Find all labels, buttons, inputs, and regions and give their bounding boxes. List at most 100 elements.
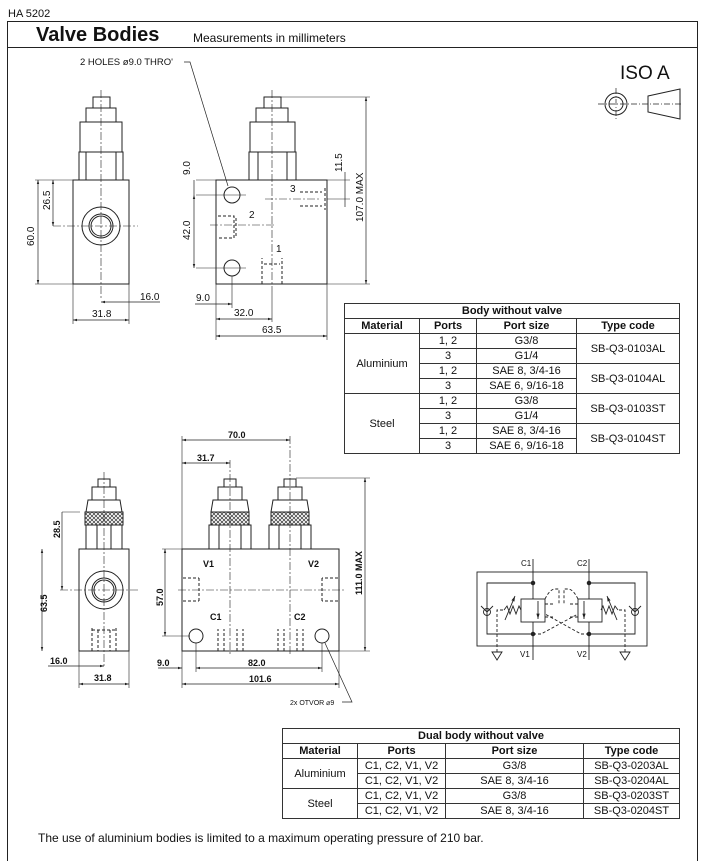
table-title: Body without valve	[344, 303, 680, 319]
dim-63-5: 63.5	[262, 325, 282, 336]
ports-cell: 3	[419, 438, 477, 454]
port-size-cell: G1/4	[476, 408, 577, 424]
port-size-cell: G3/8	[476, 333, 577, 349]
dual-dim-31-7: 31.7	[197, 453, 215, 463]
ports-cell: C1, C2, V1, V2	[357, 773, 446, 789]
material-cell: Steel	[344, 393, 420, 454]
ports-cell: 1, 2	[419, 363, 477, 379]
ports-cell: C1, C2, V1, V2	[357, 788, 446, 804]
first-angle-projection-icon	[598, 88, 682, 120]
dual-dim-16: 16.0	[50, 656, 68, 666]
single-body-table: Body without valve Material Ports Port s…	[344, 303, 680, 454]
col-ports: Ports	[357, 743, 446, 759]
port-2-label: 2	[249, 210, 255, 221]
table-row: C1, C2, V1, V2 SAE 8, 3/4-16 SB-Q3-0204S…	[283, 803, 680, 819]
port-c1-label: C1	[210, 612, 222, 622]
ports-cell: 1, 2	[419, 333, 477, 349]
type-code-cell: SB-Q3-0203ST	[583, 788, 680, 804]
dual-body-front-view	[158, 436, 370, 703]
table-row: 3 G1/4	[345, 348, 680, 364]
dual-body-table: Dual body without valve Material Ports P…	[282, 728, 680, 819]
table-row: Steel 1, 2 G3/8 SB-Q3-0103ST	[344, 393, 680, 454]
port-size-cell: SAE 8, 3/4-16	[445, 773, 584, 789]
ports-cell: C1, C2, V1, V2	[357, 803, 446, 819]
dual-body-side-view	[40, 472, 138, 688]
port-size-cell: G3/8	[445, 788, 584, 804]
type-code-cell: SB-Q3-0204ST	[583, 803, 680, 819]
dim-31-8: 31.8	[92, 309, 112, 320]
col-type-code: Type code	[583, 743, 680, 759]
dual-dim-57: 57.0	[155, 588, 165, 606]
dim-16: 16.0	[140, 292, 160, 303]
type-code-cell: SB-Q3-0103ST	[576, 393, 680, 424]
material-cell: Steel	[282, 788, 358, 819]
port-v2-label: V2	[308, 559, 319, 569]
type-code-cell: SB-Q3-0104ST	[576, 423, 680, 454]
dim-26-5: 26.5	[42, 190, 53, 210]
ports-cell: 3	[419, 348, 477, 364]
port-size-cell: SAE 8, 3/4-16	[445, 803, 584, 819]
table-row: 1, 2 SAE 8, 3/4-16 SB-Q3-0104AL	[345, 363, 680, 394]
type-code-cell: SB-Q3-0203AL	[583, 758, 680, 774]
ports-cell: 1, 2	[419, 423, 477, 439]
single-body-side-view	[35, 90, 160, 324]
dual-dim-70: 70.0	[228, 430, 246, 440]
schematic-c2: C2	[577, 559, 588, 568]
page-subtitle: Measurements in millimeters	[193, 31, 346, 45]
col-material: Material	[282, 743, 358, 759]
single-body-front-view	[184, 61, 370, 340]
type-code-cell: SB-Q3-0104AL	[576, 363, 680, 394]
table-title: Dual body without valve	[282, 728, 680, 744]
material-cell: Aluminium	[344, 333, 420, 394]
dim-60: 60.0	[26, 226, 37, 246]
page-title: Valve Bodies	[36, 24, 160, 46]
hydraulic-schematic	[476, 559, 648, 661]
dual-dim-101-6: 101.6	[249, 674, 272, 684]
col-ports: Ports	[419, 318, 477, 334]
dual-dim-9: 9.0	[157, 658, 170, 668]
dual-dim-28-5: 28.5	[52, 520, 62, 538]
col-port-size: Port size	[445, 743, 584, 759]
port-v1-label: V1	[203, 559, 214, 569]
port-size-cell: SAE 8, 3/4-16	[476, 363, 577, 379]
port-size-cell: G3/8	[445, 758, 584, 774]
dim-42: 42.0	[182, 220, 193, 240]
dim-9-horizontal: 9.0	[196, 293, 210, 304]
document-id: HA 5202	[8, 8, 51, 20]
projection-label: ISO A	[620, 63, 670, 84]
port-size-cell: SAE 6, 9/16-18	[476, 438, 577, 454]
port-c2-label: C2	[294, 612, 306, 622]
table-row: 1, 2 SAE 8, 3/4-16 SB-Q3-0104ST	[345, 423, 680, 454]
col-port-size: Port size	[476, 318, 577, 334]
col-material: Material	[344, 318, 420, 334]
schematic-v2: V2	[577, 650, 587, 659]
table-row: Aluminium C1, C2, V1, V2 G3/8 SB-Q3-0203…	[282, 758, 680, 789]
port-size-cell: SAE 6, 9/16-18	[476, 378, 577, 394]
page-frame	[7, 21, 698, 861]
table-row: Steel C1, C2, V1, V2 G3/8 SB-Q3-0203ST	[282, 788, 680, 819]
port-3-label: 3	[290, 184, 296, 195]
dim-11-5: 11.5	[334, 153, 345, 172]
schematic-v1: V1	[520, 650, 530, 659]
schematic-c1: C1	[521, 559, 532, 568]
dual-dim-111-max: 111.0 MAX	[354, 551, 364, 595]
port-size-cell: G3/8	[476, 393, 577, 409]
ports-cell: 3	[419, 378, 477, 394]
col-type-code: Type code	[576, 318, 680, 334]
dual-dim-63-5: 63.5	[39, 594, 49, 612]
type-code-cell: SB-Q3-0204AL	[583, 773, 680, 789]
dim-32: 32.0	[234, 308, 254, 319]
type-code-cell: SB-Q3-0103AL	[576, 333, 680, 364]
port-size-cell: SAE 8, 3/4-16	[476, 423, 577, 439]
dual-dim-82: 82.0	[248, 658, 266, 668]
ports-cell: C1, C2, V1, V2	[357, 758, 446, 774]
dual-dim-31-8: 31.8	[94, 673, 112, 683]
dim-107-max: 107.0 MAX	[355, 172, 366, 222]
holes-note: 2 HOLES ø9.0 THRO'	[80, 57, 173, 68]
table-row: Aluminium 1, 2 G3/8 SB-Q3-0103AL	[344, 333, 680, 394]
material-cell: Aluminium	[282, 758, 358, 789]
header-divider	[7, 47, 698, 48]
table-row: 3 SAE 6, 9/16-18	[345, 438, 680, 454]
footer-note: The use of aluminium bodies is limited t…	[38, 831, 484, 845]
